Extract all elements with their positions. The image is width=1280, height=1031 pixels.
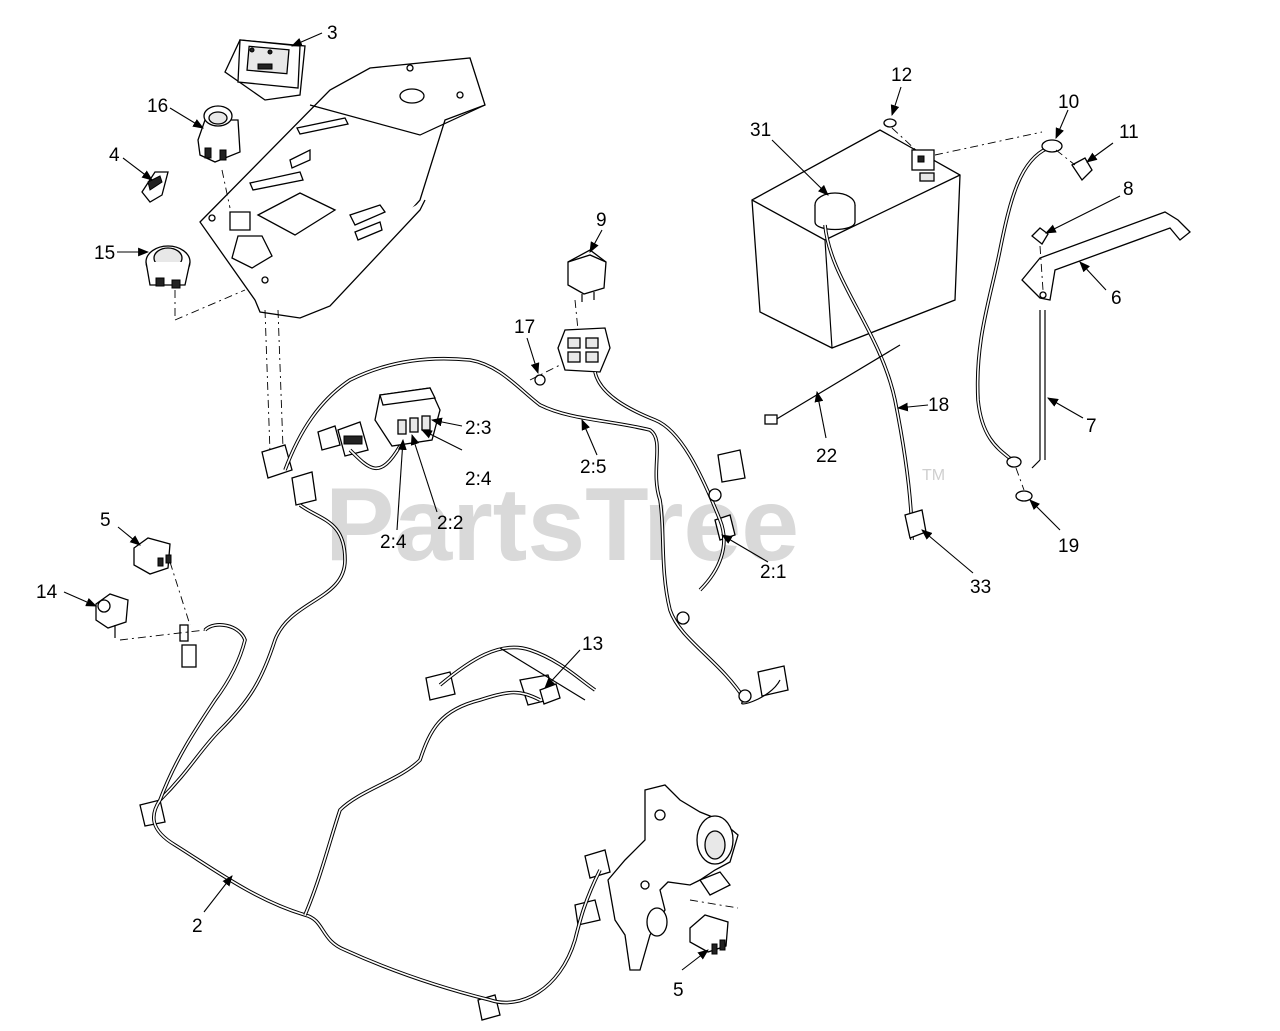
callout-7: 7 [1086,416,1097,437]
callout-10: 10 [1058,92,1079,113]
wing-nut-part-8 [1031,227,1049,291]
callout-16: 16 [147,96,168,117]
callout-5-upper: 5 [100,510,111,531]
callout-17: 17 [514,317,535,338]
callout-2-1: 2:1 [760,562,786,583]
callout-2-4-left: 2:4 [380,532,407,553]
callout-13: 13 [582,634,603,655]
relay-socket [557,327,611,373]
callout-11: 11 [1119,122,1139,143]
callout-leaders [63,32,1121,971]
callout-14: 14 [36,582,58,603]
nut-part-12 [883,118,919,153]
callout-33: 33 [970,577,991,598]
hold-down-rod-part-7 [1031,310,1046,469]
key-part-4 [141,171,169,203]
callout-2: 2 [192,916,203,937]
hold-down-bracket-part-6 [1021,211,1191,301]
switch-part-5-lower [689,914,729,955]
watermark: PartsTree TM [325,467,945,583]
callout-6: 6 [1111,288,1122,309]
relay-part-9 [567,249,607,302]
screw-part-17 [529,364,561,386]
fuse-block [374,387,441,447]
switch-part-14 [95,593,129,638]
callout-5-lower: 5 [673,980,684,1001]
battery-part-31 [751,129,961,349]
washer-part-19 [1015,467,1033,502]
callout-4: 4 [109,145,120,166]
switch-part-5-upper [133,537,172,575]
callout-8: 8 [1123,179,1134,200]
assembly-lines [119,169,579,641]
callout-19: 19 [1058,536,1079,557]
callout-2-4-right: 2:4 [465,469,492,490]
callout-31: 31 [750,120,771,141]
battery-cable-part-18 [823,224,927,541]
callout-18: 18 [928,395,949,416]
hour-meter-part-3 [224,39,306,101]
watermark-trademark: TM [922,467,945,484]
callout-22: 22 [816,446,837,467]
cable-tie-part-22 [764,344,901,425]
wiring-harness-part-2 [151,356,781,1005]
pedal-bracket [607,784,739,971]
callout-3: 3 [327,23,338,44]
callout-labels: 3 16 4 15 9 17 2:3 2:4 2:5 2:2 2:4 2:1 1… [36,23,1139,1001]
callout-2-2: 2:2 [437,513,463,534]
callout-15: 15 [94,243,115,264]
terminal-cover-part-11 [1055,149,1093,182]
callout-9: 9 [596,210,607,231]
battery-cable-part-10 [934,131,1063,468]
ignition-switch-part-15 [145,245,191,289]
switch-part-16 [197,105,241,163]
callout-12: 12 [891,65,912,86]
callout-2-5: 2:5 [580,457,606,478]
control-panel-bracket [199,57,486,319]
callout-2-3: 2:3 [465,418,491,439]
